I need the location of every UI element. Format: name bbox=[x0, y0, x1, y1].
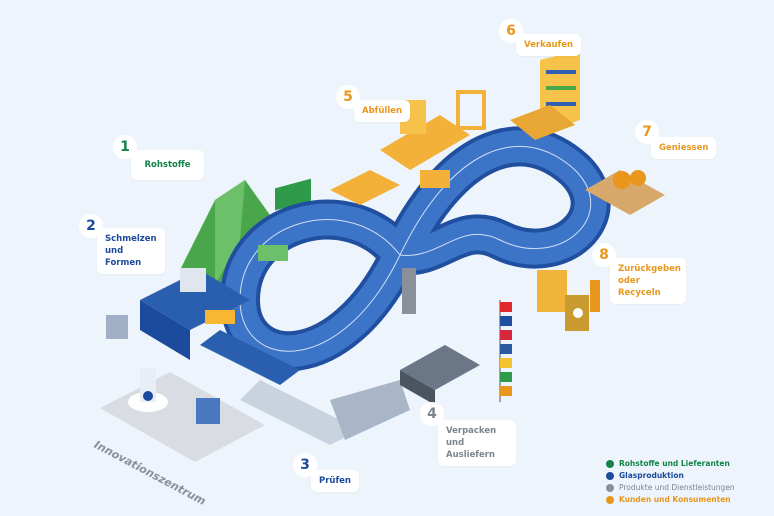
shelf-bottles bbox=[546, 86, 576, 90]
inspection-line bbox=[330, 380, 410, 440]
step-4-number: 4 bbox=[420, 402, 444, 426]
people-picnic bbox=[630, 170, 646, 186]
legend: Rohstoffe und Lieferanten Glasproduktion… bbox=[606, 458, 735, 506]
innovation-platform bbox=[100, 372, 265, 462]
step-8-number: 8 bbox=[592, 243, 616, 267]
flag bbox=[500, 386, 512, 396]
step-3-number: 3 bbox=[293, 453, 317, 477]
shelf-bottles bbox=[546, 70, 576, 74]
furnace bbox=[140, 270, 250, 330]
picnic-blanket bbox=[585, 170, 665, 215]
step-6-number: 6 bbox=[499, 19, 523, 43]
legend-dot-icon bbox=[606, 460, 614, 468]
legend-item: Rohstoffe und Lieferanten bbox=[606, 458, 735, 470]
legend-item: Produkte und Dienstleistungen bbox=[606, 482, 735, 494]
legend-item: Glasproduktion bbox=[606, 470, 735, 482]
green-truck bbox=[258, 245, 288, 261]
filling-line bbox=[380, 115, 470, 170]
flag bbox=[500, 358, 512, 368]
legend-dot-icon bbox=[606, 484, 614, 492]
step-5-number: 5 bbox=[336, 85, 360, 109]
step-2-number: 2 bbox=[79, 214, 103, 238]
flag-swiss bbox=[500, 302, 512, 312]
step-8-label[interactable]: Zurückgeben oder Recyceln bbox=[610, 258, 686, 304]
pallet-stack bbox=[402, 268, 416, 314]
legend-label: Glasproduktion bbox=[619, 471, 684, 480]
furnace-glow bbox=[205, 310, 235, 324]
packaging-boxes bbox=[400, 345, 480, 390]
sales-counter bbox=[510, 105, 575, 140]
step-2-label[interactable]: Schmelzen und Formen bbox=[97, 228, 165, 274]
step-6-label[interactable]: Verkaufen bbox=[516, 34, 582, 56]
shelf-bottles bbox=[546, 102, 576, 106]
delivery-truck bbox=[420, 170, 450, 188]
display-screen bbox=[196, 398, 220, 424]
step-7-number: 7 bbox=[635, 120, 659, 144]
legend-label: Kunden und Konsumenten bbox=[619, 495, 731, 504]
flag-eu bbox=[500, 316, 512, 326]
flag bbox=[500, 344, 512, 354]
legend-label: Produkte und Dienstleistungen bbox=[619, 483, 735, 492]
legend-item: Kunden und Konsumenten bbox=[606, 494, 735, 506]
person-recycling bbox=[590, 280, 600, 312]
step-1-label[interactable]: Rohstoffe bbox=[131, 150, 204, 180]
control-cabinets bbox=[106, 315, 128, 339]
flag bbox=[500, 330, 512, 340]
legend-dot-icon bbox=[606, 472, 614, 480]
step-4-label[interactable]: Verpacken und Ausliefern bbox=[438, 420, 516, 466]
step-1-number: 1 bbox=[113, 135, 137, 159]
step-7-label[interactable]: Geniessen bbox=[651, 137, 717, 159]
step-3-label[interactable]: Prüfen bbox=[311, 470, 359, 492]
forming-line bbox=[200, 330, 300, 385]
furnace-side bbox=[140, 300, 190, 360]
recycling-bin bbox=[537, 270, 567, 312]
inspection-machines bbox=[240, 380, 360, 445]
warehouse-boxes bbox=[330, 170, 400, 205]
step-5-label[interactable]: Abfüllen bbox=[354, 100, 411, 122]
people-picnic bbox=[613, 171, 631, 189]
quarry-hill-face bbox=[215, 180, 245, 285]
silos bbox=[180, 268, 206, 292]
legend-dot-icon bbox=[606, 496, 614, 504]
legend-label: Rohstoffe und Lieferanten bbox=[619, 459, 730, 468]
filling-frame bbox=[456, 90, 486, 130]
recycle-icon bbox=[573, 308, 583, 318]
packaging-boxes-side bbox=[400, 370, 435, 405]
flag bbox=[500, 372, 512, 382]
logo-icon bbox=[143, 391, 153, 401]
